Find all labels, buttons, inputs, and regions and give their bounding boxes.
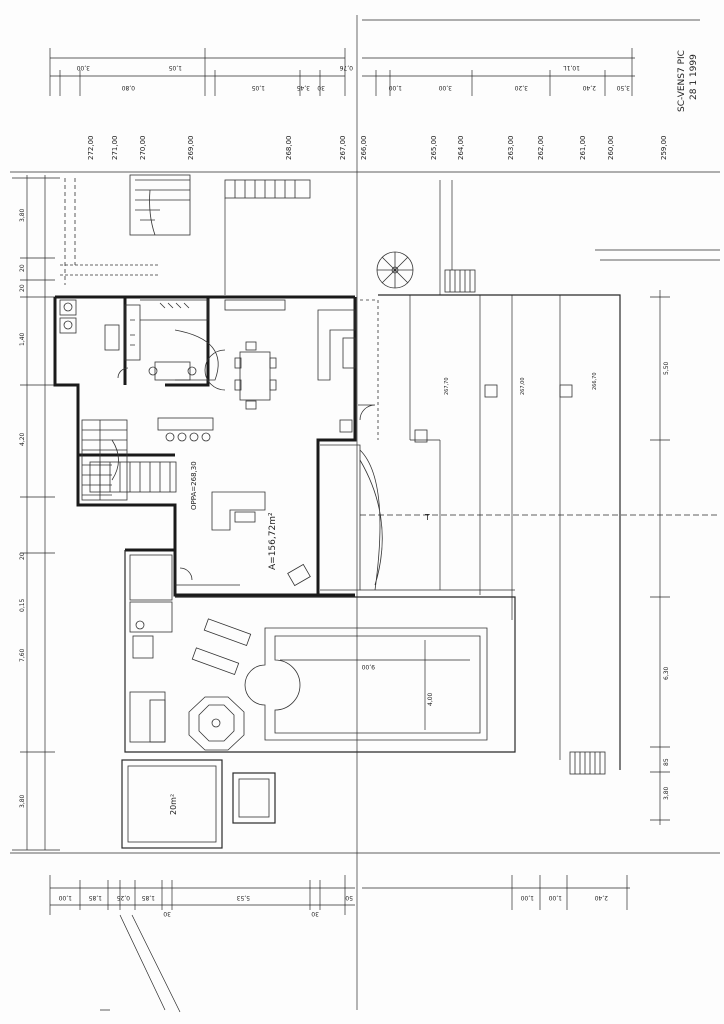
left-dimension-chain: 3,80 20 20 1,40 4,20 20 0,15 7,60 3,80 [12,175,60,851]
right-dim-3: 85 [663,758,670,766]
elevation-2: 271,00 [111,136,119,161]
spot-level-2: 267,00 [520,378,526,396]
elevation-3: 270,00 [139,136,147,161]
elevation-1: 272,00 [87,136,95,161]
bottom-dim-7: 30 [311,910,319,917]
bottom-dim-5: 30 [163,910,171,917]
elevation-8: 265,00 [430,136,438,161]
elevation-9: 264,00 [457,136,465,161]
pool-area: 9,00 4,00 [124,548,516,753]
left-dim-3: 20 [19,284,26,292]
bottom-dim-1: 1,00 [58,894,72,901]
left-dim-7: 0,15 [19,598,26,612]
top-dim-r6: 10,1L [563,64,580,71]
bottom-dim-8: 50 [345,894,353,901]
spiral-staircase [376,180,476,295]
elevation-4: 269,00 [187,136,195,161]
bottom-dim-2: 1,85 [88,894,102,901]
elevation-labels: 272,00 271,00 270,00 269,00 268,00 267,0… [87,136,668,161]
top-dim-r4: 2,40 [582,84,596,91]
project-code: SC-VENS7 PIC [677,50,687,112]
right-dim-2: 6,30 [663,666,670,680]
living-room [157,299,379,442]
spot-level-1: 267,70 [444,378,450,396]
left-dim-4: 1,40 [19,332,26,346]
right-dim-4: 3,80 [663,786,670,800]
right-dim-1: 5,50 [663,361,670,375]
top-dim-6: 30 [317,84,325,91]
bottom-dim-r2: 1,00 [548,894,562,901]
bottom-dim-r3: 2,40 [594,894,608,901]
left-dim-8: 7,60 [19,648,26,662]
bottom-dim-4: 1,85 [141,894,155,901]
terrace-mark: T [424,513,430,522]
internal-staircase [81,419,177,501]
elevation-10: 263,00 [507,136,515,161]
left-dim-1: 3,80 [19,208,26,222]
elevation-6: 267,00 [339,136,347,161]
top-dim-5: 3,45 [296,84,310,91]
elevation-7: 266,00 [360,136,368,161]
right-dimension-chain: 5,50 6,30 85 3,80 [650,290,670,825]
pool-length-label: 4,00 [427,692,434,706]
left-dim-6: 20 [19,552,26,560]
dining-table [204,341,277,410]
top-dim-7: 0,76 [339,64,353,71]
kitchen [59,299,219,381]
left-dim-9: 3,80 [19,794,26,808]
garage-area-label: 20m² [169,794,178,815]
elevation-11: 262,00 [537,136,545,161]
top-dim-3: 1,05 [168,64,182,71]
top-dim-r1: 1,00 [388,84,402,91]
entry-stairs [60,174,311,295]
elevation-5: 268,00 [285,136,293,161]
left-dim-5: 4,20 [19,432,26,446]
bottom-dim-6: 5,53 [236,894,250,901]
bottom-dim-3: 0,25 [116,894,130,901]
pool-width-label: 9,00 [361,663,375,670]
top-dim-2: 0,80 [121,84,135,91]
drawing-date: 28 1 1999 [689,54,699,100]
top-dim-1: 3,00 [76,64,90,71]
top-dim-r2: 3,00 [438,84,452,91]
site-boundary [100,914,181,1013]
garage-block: 20m² [121,759,276,849]
terrace: T 267,70 267,00 266,70 [360,249,720,775]
top-dim-r3: 3,20 [514,84,528,91]
elevation-14: 259,00 [660,136,668,161]
top-dim-4: 1,05 [251,84,265,91]
spot-level-3: 266,70 [592,373,598,391]
floor-level-label: OPPA=268,30 [190,461,198,510]
title-block: SC-VENS7 PIC 28 1 1999 [677,50,699,112]
elevation-12: 261,00 [579,136,587,161]
floor-area-label: A=156,72m² [268,512,278,570]
bottom-dimension-chain: 1,00 1,85 0,25 1,85 30 5,53 30 50 1,00 1… [49,875,630,917]
bottom-dim-r1: 1,00 [520,894,534,901]
left-dim-2: 20 [19,264,26,272]
elevation-13: 260,00 [607,136,615,161]
lower-lounge: A=156,72m² OPPA=268,30 [175,444,383,591]
top-dimension-chain: 3,00 0,80 1,05 1,05 3,45 30 0,76 1,00 3,… [49,48,635,96]
top-dim-r5: 3,50 [616,84,630,91]
